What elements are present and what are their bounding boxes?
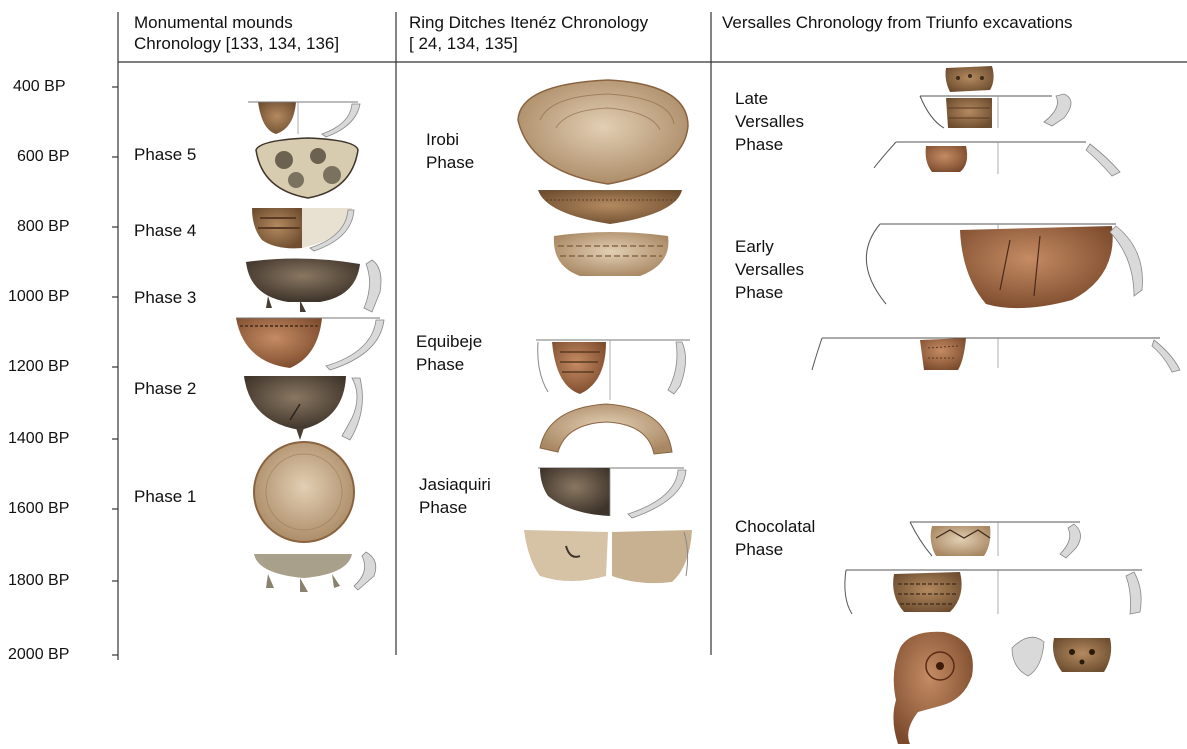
irobi-bowl-side	[538, 190, 682, 224]
mound-vessel-phase5-painted	[256, 138, 358, 198]
time-axis-ticks	[112, 87, 118, 655]
irobi-bowl-incised	[554, 232, 669, 276]
mound-vessel-phase4	[252, 208, 354, 251]
jasiaquiri-ring	[540, 404, 672, 454]
mound-vessel-phase5-top	[248, 102, 360, 137]
chocolatal-fragment-face	[1053, 638, 1111, 672]
late-versalles-sherd-top	[946, 66, 994, 92]
jasiaquiri-bowl	[538, 468, 686, 518]
mound-vessel-phase1-plate	[254, 442, 354, 542]
early-versalles-large-vessel	[866, 224, 1142, 308]
late-versalles-vessel-2	[874, 142, 1120, 176]
mound-vessel-phase1-tripod	[254, 552, 376, 592]
irobi-bowl-top	[518, 80, 688, 184]
chocolatal-vessel-1	[910, 522, 1081, 558]
jasiaquiri-open-vessel	[524, 530, 692, 583]
early-versalles-plate	[812, 338, 1180, 372]
late-versalles-vessel-1	[920, 94, 1071, 128]
mound-vessel-phase2-upper	[236, 318, 384, 370]
chocolatal-vessel-2	[845, 570, 1142, 614]
equibeje-vessel	[536, 340, 690, 400]
mound-vessel-phase2-lower	[244, 376, 362, 440]
chocolatal-fragment-profile	[1012, 637, 1044, 676]
mound-vessel-phase3-tripod	[246, 258, 381, 312]
chocolatal-effigy	[893, 632, 972, 744]
